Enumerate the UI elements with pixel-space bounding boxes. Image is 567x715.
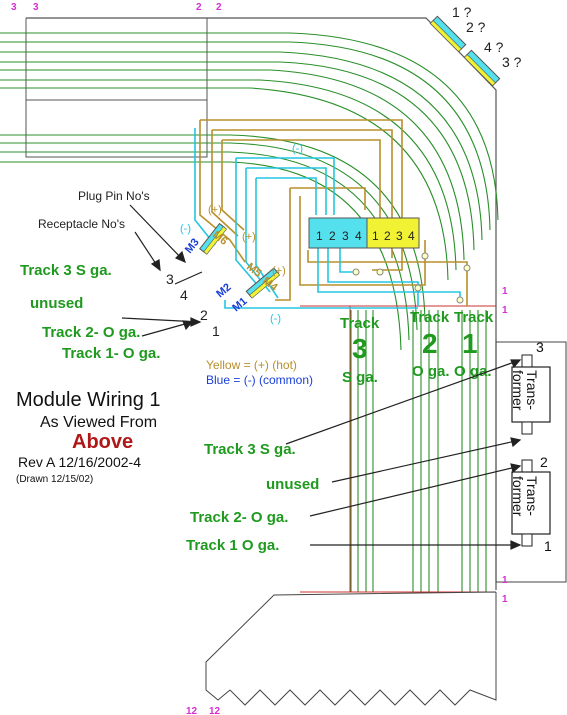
module-board-outline (26, 17, 497, 590)
bottom-track-2-label: Track 2- O ga. (190, 509, 288, 526)
plus-label-2: (+) (242, 231, 256, 243)
corner-1a: 1 (502, 286, 508, 297)
track-1-word: Track (454, 309, 494, 326)
cyan-terminal-4: 4 (355, 229, 362, 243)
bottom-track-1-label: Track 1 O ga. (186, 537, 279, 554)
annotation-arrows (121, 204, 203, 337)
title-line-1: Module Wiring 1 (16, 389, 161, 411)
track-3-word: Track (340, 315, 380, 332)
m1-label: M1 (230, 295, 249, 314)
title-rev: Rev A 12/16/2002-4 (18, 454, 141, 470)
yellow-terminal-3: 3 (396, 229, 403, 243)
left-track-labels: Track 3 S ga. unused Track 2- O ga. Trac… (20, 262, 160, 362)
pin-4: 4 (180, 287, 188, 303)
module-inner-outline (25, 18, 208, 158)
corner-2a: 2 (196, 2, 202, 13)
title-line-2: As Viewed From (40, 414, 157, 431)
pin-3: 3 (166, 271, 174, 287)
receptacle-label: Receptacle No's (38, 217, 125, 231)
pin-2: 2 (200, 307, 208, 323)
corner-2b: 2 (216, 2, 222, 13)
title-drawn: (Drawn 12/15/02) (16, 474, 93, 485)
top-right-connector-1 (429, 15, 467, 53)
minus-label-3: (-) (270, 313, 281, 325)
transformer-lower: Trans-former 2 1 (510, 454, 552, 554)
terminal-block-yellow: 1 2 3 4 (366, 217, 420, 249)
m3-label: M3 (183, 236, 202, 255)
junction-points (352, 252, 471, 304)
minus-label-1: (-) (180, 223, 191, 235)
m2-label: M2 (214, 281, 233, 300)
top-right-pin-4: 4 ? (484, 39, 504, 55)
common-wires (194, 128, 461, 309)
track-headers: Track 3 S ga. Track 2 O ga. Track 1 O ga… (340, 309, 494, 386)
corner-1d: 1 (502, 594, 508, 605)
plus-label-1: (+) (208, 204, 222, 216)
track-3-number: 3 (352, 333, 368, 364)
cyan-terminal-1: 1 (316, 229, 323, 243)
top-right-pin-3: 3 ? (502, 54, 522, 70)
bottom-track-arrows (285, 359, 522, 550)
transformer-upper-number: 3 (536, 339, 544, 355)
left-track-1-label: Track 1- O ga. (62, 345, 160, 362)
yellow-terminal-4: 4 (408, 229, 415, 243)
transformer-lower-number: 2 (540, 454, 548, 470)
track-1-number: 1 (462, 328, 478, 359)
corner-12a: 12 (186, 706, 198, 715)
plug-upper (199, 222, 227, 255)
bottom-track-labels: Track 3 S ga. unused Track 2- O ga. Trac… (186, 441, 319, 554)
corner-1c: 1 (502, 575, 508, 586)
track-2-number: 2 (422, 328, 438, 359)
corner-3a: 3 (11, 2, 17, 13)
bottom-track-3-label: Track 3 S ga. (204, 441, 296, 458)
top-right-pin-1: 1 ? (452, 4, 472, 20)
title-line-3: Above (72, 431, 133, 453)
legend-blue: Blue = (-) (common) (206, 373, 313, 387)
top-right-pin-2: 2 ? (466, 19, 486, 35)
corner-3b: 3 (33, 2, 39, 13)
track-curves (0, 32, 499, 351)
minus-label-2: (-) (292, 143, 303, 155)
terminal-block-cyan: 1 2 3 4 (308, 217, 368, 249)
cyan-terminal-3: 3 (342, 229, 349, 243)
top-right-connector-2 (463, 49, 501, 87)
transformer-upper-label: Trans-former (510, 370, 540, 411)
pin-1: 1 (212, 323, 220, 339)
corner-12b: 12 (209, 706, 221, 715)
legend-yellow: Yellow = (+) (hot) (206, 358, 297, 372)
bottom-unused-label: unused (266, 476, 319, 493)
track-2-gauge: O ga. (412, 363, 450, 380)
track-1-gauge: O ga. (454, 363, 492, 380)
pin-numbers: 3 4 2 1 (166, 271, 220, 339)
hot-wires (199, 119, 468, 306)
corner-1b: 1 (502, 305, 508, 316)
left-track-3-label: Track 3 S ga. (20, 262, 112, 279)
track-2-word: Track (410, 309, 450, 326)
track-3-gauge: S ga. (342, 369, 378, 386)
cyan-terminal-2: 2 (329, 229, 336, 243)
transformer-lower-label: Trans-former (510, 476, 540, 517)
transformer-upper: Trans-former 3 (510, 339, 551, 435)
plus-label-3: (+) (272, 265, 286, 277)
corner-numbers: 3 3 2 2 1 1 1 1 12 12 (11, 2, 508, 715)
plug-lower (245, 267, 281, 299)
transformer-panel (495, 341, 567, 583)
left-unused-label: unused (30, 295, 83, 312)
yellow-terminal-1: 1 (372, 229, 379, 243)
plug-pin-label: Plug Pin No's (78, 189, 150, 203)
lower-board-outline (205, 591, 497, 706)
yellow-terminal-2: 2 (384, 229, 391, 243)
transformer-lower-terminal: 1 (544, 538, 552, 554)
left-track-2-label: Track 2- O ga. (42, 324, 140, 341)
